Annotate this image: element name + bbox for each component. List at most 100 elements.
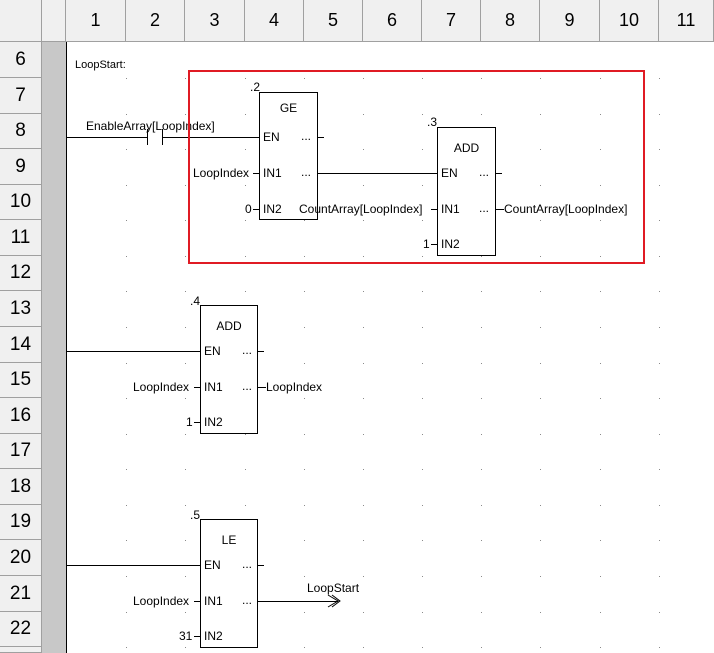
row-header-22[interactable]: 22 [0, 612, 42, 647]
rung1-wire-mid [163, 137, 260, 138]
rung2-wire [67, 351, 201, 352]
contact-label[interactable]: EnableArray[LoopIndex] [86, 119, 215, 133]
grid-dot [540, 114, 541, 115]
grid-dot [481, 363, 482, 364]
grid-dot [245, 256, 246, 257]
grid-dot [363, 540, 364, 541]
row-header-20[interactable]: 20 [0, 540, 42, 576]
grid-dot [245, 149, 246, 150]
row-header-7[interactable]: 7 [0, 78, 42, 114]
le-en-out-stub [258, 565, 264, 566]
grid-dot [659, 114, 660, 115]
add3-in2-constant[interactable]: 1 [423, 237, 430, 251]
add3-instance-number: .3 [427, 115, 438, 129]
add4-in2-stub [194, 422, 200, 423]
row-header-6[interactable]: 6 [0, 42, 42, 78]
row-header-9[interactable]: 9 [0, 149, 42, 185]
grid-dot [185, 149, 186, 150]
row-header-21[interactable]: 21 [0, 576, 42, 612]
row-header-12[interactable]: 12 [0, 256, 42, 291]
column-header-4[interactable]: 4 [245, 0, 304, 42]
column-header-11[interactable]: 11 [659, 0, 714, 42]
column-header-5[interactable]: 5 [304, 0, 363, 42]
grid-dot [659, 398, 660, 399]
grid-dot [659, 220, 660, 221]
add4-in2-constant[interactable]: 1 [186, 415, 193, 429]
add3-in1-variable[interactable]: CountArray[LoopIndex] [299, 202, 423, 216]
le-function-block[interactable]: LE [200, 519, 258, 648]
grid-dot [185, 505, 186, 506]
grid-dot [481, 540, 482, 541]
grid-dot [422, 185, 423, 186]
add4-out-variable[interactable]: LoopIndex [266, 380, 323, 394]
ge-instance-number: .2 [250, 80, 261, 94]
jump-arrow-icon [327, 594, 341, 608]
grid-dot [126, 469, 127, 470]
grid-dot [659, 363, 660, 364]
le-in2-stub [194, 636, 200, 637]
row-header-15[interactable]: 15 [0, 363, 42, 398]
row-header-8[interactable]: 8 [0, 114, 42, 149]
loopstart-label[interactable]: LoopStart: [75, 59, 126, 71]
column-header-6[interactable]: 6 [363, 0, 422, 42]
row-header-10[interactable]: 10 [0, 185, 42, 220]
grid-dot [600, 149, 601, 150]
grid-dot [422, 114, 423, 115]
le-pin-in2: IN2 [204, 629, 223, 643]
row-header-17[interactable]: 17 [0, 434, 42, 469]
grid-dot [481, 398, 482, 399]
add3-out-variable[interactable]: CountArray[LoopIndex] [504, 202, 628, 216]
grid-dot [245, 114, 246, 115]
add4-in1-variable[interactable]: LoopIndex [133, 380, 190, 394]
column-header-8[interactable]: 8 [481, 0, 540, 42]
ge-in2-constant[interactable]: 0 [245, 202, 252, 216]
grid-dot [304, 256, 305, 257]
grid-dot [304, 78, 305, 79]
le-in2-constant[interactable]: 31 [179, 629, 193, 643]
le-in1-variable[interactable]: LoopIndex [133, 594, 190, 608]
grid-dot [363, 469, 364, 470]
column-header-3[interactable]: 3 [185, 0, 245, 42]
grid-dot [185, 291, 186, 292]
grid-dot [185, 576, 186, 577]
left-gutter [42, 42, 66, 653]
grid-dot [363, 576, 364, 577]
add3-en-out-stub [496, 173, 502, 174]
row-header-13[interactable]: 13 [0, 291, 42, 327]
selection-rectangle[interactable] [188, 70, 645, 264]
grid-dot [540, 256, 541, 257]
row-header-19[interactable]: 19 [0, 505, 42, 540]
row-header-14[interactable]: 14 [0, 327, 42, 363]
grid-dot [540, 185, 541, 186]
column-header-1[interactable]: 1 [66, 0, 126, 42]
grid-dot [245, 78, 246, 79]
add3-out-stub [496, 209, 504, 210]
grid-dot [659, 149, 660, 150]
jump-wire [258, 601, 338, 602]
row-header-18[interactable]: 18 [0, 469, 42, 505]
grid-dot [245, 505, 246, 506]
column-header-7[interactable]: 7 [422, 0, 481, 42]
grid-dot [363, 78, 364, 79]
column-header-2[interactable]: 2 [126, 0, 185, 42]
add3-function-block[interactable]: ADD [437, 127, 496, 256]
column-header-10[interactable]: 10 [600, 0, 659, 42]
add4-function-block[interactable]: ADD [200, 305, 258, 434]
grid-dot [422, 576, 423, 577]
row-header-16[interactable]: 16 [0, 398, 42, 434]
grid-dot [659, 434, 660, 435]
grid-dot [126, 291, 127, 292]
ge-en-out-stub [318, 137, 324, 138]
jump-target-label[interactable]: LoopStart [307, 581, 360, 595]
ge-in1-variable[interactable]: LoopIndex [193, 166, 250, 180]
ge-function-block[interactable]: GE [259, 92, 318, 220]
add4-out-dots-en: ... [242, 343, 253, 357]
column-header-9[interactable]: 9 [540, 0, 600, 42]
grid-dot [659, 540, 660, 541]
grid-dot [304, 540, 305, 541]
grid-dot [245, 185, 246, 186]
grid-dot [481, 256, 482, 257]
power-rail [66, 42, 67, 653]
row-header-11[interactable]: 11 [0, 220, 42, 256]
